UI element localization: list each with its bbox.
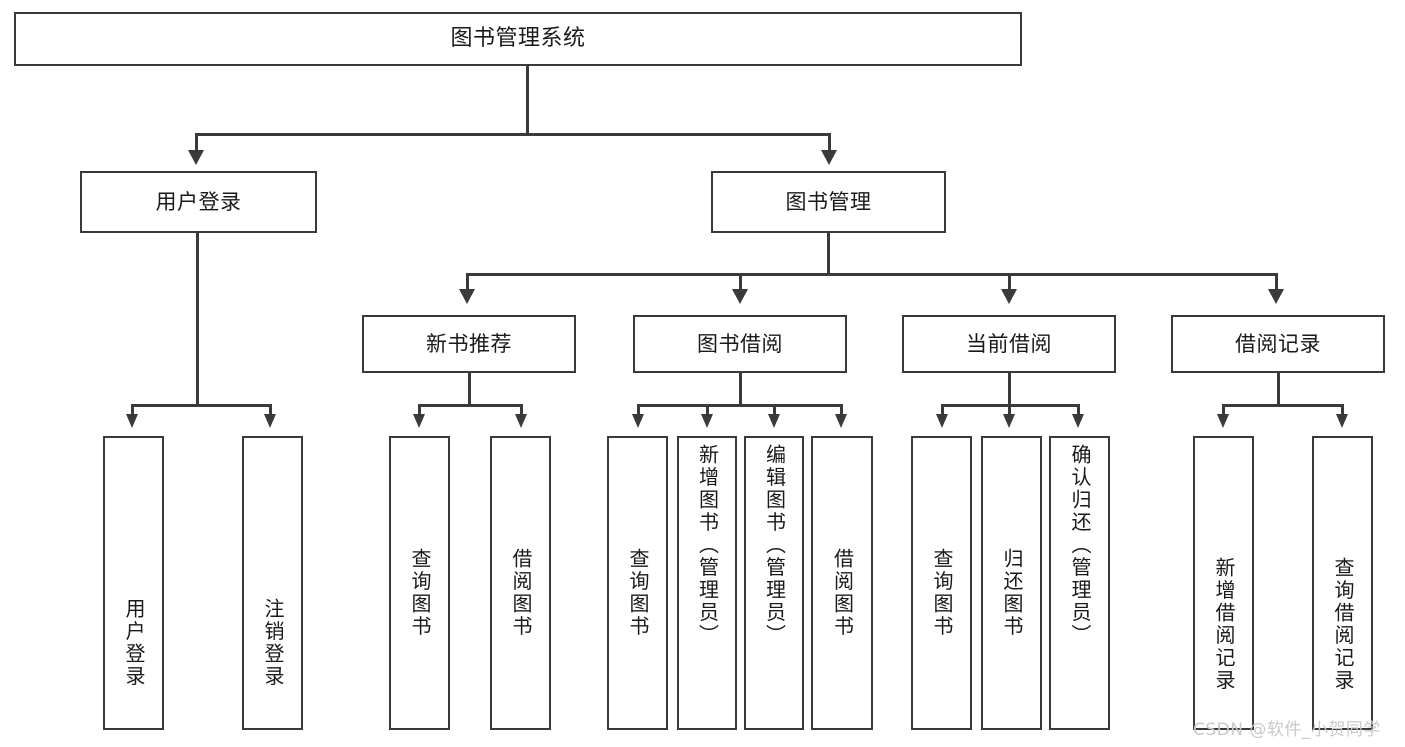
node-label: 确认归还（管理员） xyxy=(1068,444,1092,647)
connector-current-drop-2 xyxy=(1008,404,1011,416)
node-label: 图书管理系统 xyxy=(450,26,586,52)
node-label: 借阅图书 xyxy=(509,548,533,638)
connector-records-drop-2 xyxy=(1341,404,1344,416)
node-label: 图书管理 xyxy=(785,189,872,214)
leaf-confirm-return[interactable]: 确认归还（管理员） xyxy=(1049,436,1110,730)
connector-new-book-drop-2 xyxy=(520,404,523,416)
connector-new-book-stem xyxy=(468,373,471,407)
leaf-query-book-current[interactable]: 查询图书 xyxy=(911,436,972,730)
node-label: 编辑图书（管理员） xyxy=(762,444,787,647)
leaf-query-book-recommend[interactable]: 查询图书 xyxy=(389,436,450,730)
connector-user-login-drop-2 xyxy=(269,404,272,416)
leaf-query-book-borrow[interactable]: 查询图书 xyxy=(607,436,668,730)
connector-records-stem xyxy=(1277,373,1280,407)
connector-borrow-stem xyxy=(739,373,742,407)
node-current-borrow[interactable]: 当前借阅 xyxy=(902,315,1116,373)
connector-drop-user-login xyxy=(195,133,198,152)
node-label: 新增图书（管理员） xyxy=(695,444,720,647)
node-label: 新增借阅记录 xyxy=(1212,557,1236,692)
connector-borrow-bus xyxy=(637,404,843,407)
node-label: 注销登录 xyxy=(261,598,285,688)
connector-records-bus xyxy=(1222,404,1344,407)
leaf-borrow-book-recommend[interactable]: 借阅图书 xyxy=(490,436,551,730)
node-label: 图书借阅 xyxy=(697,331,783,356)
node-label: 借阅图书 xyxy=(830,548,855,638)
node-label: 查询图书 xyxy=(626,548,650,638)
node-new-book-recommend[interactable]: 新书推荐 xyxy=(362,315,576,373)
connector-drop-new-book xyxy=(466,273,469,291)
connector-drop-borrow xyxy=(739,273,742,291)
arrow-down-leaf-confirm-return xyxy=(1072,414,1084,428)
node-borrow-records[interactable]: 借阅记录 xyxy=(1171,315,1385,373)
arrow-down-records xyxy=(1268,289,1284,304)
arrow-down-leaf-edit-book xyxy=(768,414,780,428)
arrow-down-leaf-borrow-book-b xyxy=(835,414,847,428)
leaf-logout[interactable]: 注销登录 xyxy=(242,436,303,730)
connector-book-manage-bus xyxy=(466,273,1278,276)
connector-root-bus xyxy=(195,133,831,136)
leaf-user-login[interactable]: 用户登录 xyxy=(103,436,164,730)
node-label: 查询图书 xyxy=(930,548,954,638)
arrow-down-new-book xyxy=(459,289,475,304)
leaf-add-borrow-record[interactable]: 新增借阅记录 xyxy=(1193,436,1254,730)
connector-user-login-stem xyxy=(196,233,199,407)
connector-new-book-drop-1 xyxy=(418,404,421,416)
arrow-down-leaf-logout xyxy=(264,414,276,428)
leaf-return-book[interactable]: 归还图书 xyxy=(981,436,1042,730)
arrow-down-leaf-borrow-book-a xyxy=(515,414,527,428)
node-root-system[interactable]: 图书管理系统 xyxy=(14,12,1022,66)
node-label: 用户登录 xyxy=(122,598,146,688)
arrow-down-leaf-add-book xyxy=(701,414,713,428)
connector-drop-book-manage xyxy=(828,133,831,152)
connector-user-login-drop-1 xyxy=(131,404,134,416)
connector-borrow-drop-1 xyxy=(637,404,640,416)
connector-drop-records xyxy=(1275,273,1278,291)
leaf-query-borrow-record[interactable]: 查询借阅记录 xyxy=(1312,436,1373,730)
node-book-management[interactable]: 图书管理 xyxy=(711,171,946,233)
arrow-down-current xyxy=(1001,289,1017,304)
node-label: 用户登录 xyxy=(155,189,242,214)
connector-records-drop-1 xyxy=(1222,404,1225,416)
arrow-down-leaf-user-login xyxy=(126,414,138,428)
node-user-login[interactable]: 用户登录 xyxy=(80,171,317,233)
leaf-borrow-book-borrow[interactable]: 借阅图书 xyxy=(811,436,873,730)
node-label: 查询图书 xyxy=(408,548,432,638)
arrow-down-leaf-query-book-b xyxy=(632,414,644,428)
leaf-edit-book[interactable]: 编辑图书（管理员） xyxy=(744,436,804,730)
node-label: 归还图书 xyxy=(1000,548,1024,638)
leaf-add-book[interactable]: 新增图书（管理员） xyxy=(677,436,737,730)
node-book-borrow[interactable]: 图书借阅 xyxy=(633,315,847,373)
connector-current-drop-3 xyxy=(1077,404,1080,416)
watermark-csdn: CSDN @软件_小贺同学 xyxy=(1193,720,1381,740)
connector-book-manage-stem xyxy=(827,233,830,275)
arrow-down-leaf-query-book-a xyxy=(413,414,425,428)
node-label: 查询借阅记录 xyxy=(1331,557,1355,692)
connector-borrow-drop-4 xyxy=(840,404,843,416)
node-label: 借阅记录 xyxy=(1235,331,1321,356)
connector-user-login-bus xyxy=(131,404,271,407)
node-label: 新书推荐 xyxy=(426,331,512,356)
connector-current-stem xyxy=(1008,373,1011,407)
node-label: 当前借阅 xyxy=(966,331,1052,356)
connector-borrow-drop-2 xyxy=(706,404,709,416)
arrow-down-book-manage xyxy=(821,150,837,165)
connector-drop-current xyxy=(1008,273,1011,291)
connector-new-book-bus xyxy=(418,404,523,407)
connector-borrow-drop-3 xyxy=(773,404,776,416)
arrow-down-leaf-query-record xyxy=(1336,414,1348,428)
arrow-down-leaf-query-book-c xyxy=(936,414,948,428)
connector-root-stem xyxy=(526,66,529,135)
arrow-down-leaf-return-book xyxy=(1003,414,1015,428)
arrow-down-user-login xyxy=(188,150,204,165)
arrow-down-borrow xyxy=(732,289,748,304)
connector-current-drop-1 xyxy=(941,404,944,416)
arrow-down-leaf-add-record xyxy=(1217,414,1229,428)
